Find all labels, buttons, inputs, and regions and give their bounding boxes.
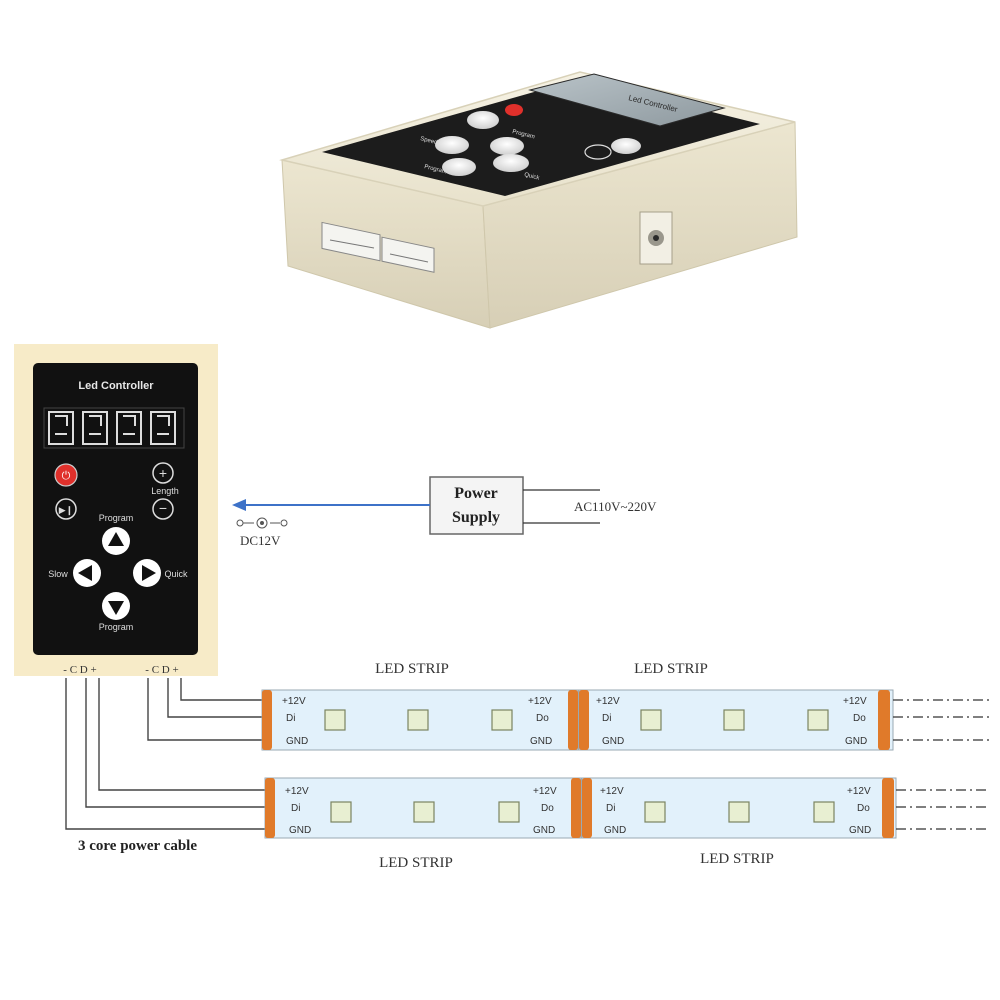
pin-label-gnd: GND [602,736,624,747]
panel-play-pause-button[interactable] [55,498,77,520]
device-length-plus-button[interactable] [611,138,641,154]
panel-terminals-a: - C D + [63,664,96,676]
strip-bottom-left-title: LED STRIP [379,855,453,871]
device-speed-button[interactable] [435,136,469,154]
panel-power-button[interactable] [54,463,78,487]
cable-label: 3 core power cable [78,838,197,854]
pin-label-12v: +12V [528,696,552,707]
device-program-top-label: Program [512,129,536,140]
pin-label-di: Di [602,713,611,724]
power-supply-line1: Power [454,485,498,502]
pin-label-12v: +12V [533,786,557,797]
pin-label-do: Do [536,713,549,724]
device-quick-button[interactable] [493,154,529,172]
play-pause-icon: ▶❙ [59,505,73,516]
device-port-right [381,236,435,273]
pin-label-12v: +12V [847,786,871,797]
power-supply: Power Supply AC110V~220V DC12V [232,476,657,548]
pin-label-gnd: GND [849,825,871,836]
strip-top-left: LED STRIP +12V Di GND +12V Do GND [261,661,579,751]
panel-program-top-label: Program [99,513,134,523]
pin-label-di: Di [286,713,295,724]
pin-label-gnd: GND [286,736,308,747]
pin-label-12v: +12V [282,696,306,707]
strip-bottom-left: +12V Di GND +12V Do GND LED STRIP [264,777,582,871]
pin-label-gnd: GND [845,736,867,747]
pin-label-12v: +12V [843,696,867,707]
led-chip-icon [640,709,829,731]
device-program-bottom-label: Program [424,164,448,175]
device-power-button[interactable] [505,104,523,116]
pin-label-gnd: GND [533,825,555,836]
dc-label: DC12V [240,533,281,548]
arrow-right-icon [142,565,156,581]
panel-digit-display [43,407,185,449]
strip-top-right: LED STRIP +12V Di GND +12V Do GND [578,661,894,751]
arrow-left-head-icon [232,499,246,511]
pin-label-do: Do [541,803,554,814]
led-chip-icon [644,801,835,823]
pin-label-gnd: GND [604,825,626,836]
pin-label-gnd: GND [530,736,552,747]
pin-label-12v: +12V [285,786,309,797]
panel-length-label: Length [151,486,179,496]
led-chip-icon [330,801,520,823]
strip-top-left-title: LED STRIP [375,661,449,677]
device-program-down-button[interactable] [442,158,476,176]
pin-label-gnd: GND [289,825,311,836]
device-length-minus-button[interactable] [584,144,612,160]
strip-bottom-right-title: LED STRIP [700,851,774,867]
pin-label-di: Di [291,803,300,814]
device-photo: Led Controller Speed Program Program Qui… [279,71,798,329]
panel-slow-label: Slow [48,569,68,579]
device-program-up-button[interactable] [490,137,524,155]
dc-polarity-icon [236,517,288,529]
power-supply-box [429,476,524,535]
plus-icon: + [159,465,167,481]
panel-program-bottom-label: Program [99,622,134,632]
panel-terminals-b: - C D + [145,664,178,676]
device-lcd [528,73,726,127]
panel-length-plus-button[interactable] [152,462,174,484]
led-chip-icon [324,709,513,731]
device-play-button[interactable] [467,111,499,129]
ac-input-label: AC110V~220V [574,499,657,514]
panel-quick-label: Quick [164,569,188,579]
power-supply-line2: Supply [452,509,500,526]
device-quick-label: Quick [524,172,541,182]
power-icon: ⏻ [62,470,71,482]
pin-label-do: Do [853,713,866,724]
pin-label-do: Do [857,803,870,814]
pin-label-12v: +12V [596,696,620,707]
strip-top-right-title: LED STRIP [634,661,708,677]
arrow-down-icon [108,601,124,615]
panel-length-minus-button[interactable] [152,498,174,520]
device-port-left [321,221,381,262]
controller-panel: Led Controller ⏻ + Length − ▶❙ Program S… [14,344,218,676]
arrow-up-icon [108,532,124,546]
arrow-left-icon [78,565,92,581]
pin-label-di: Di [606,803,615,814]
minus-icon: − [159,500,167,516]
wires [65,678,274,830]
strip-bottom-right: +12V Di GND +12V Do GND LED STRIP [581,777,897,867]
panel-title: Led Controller [78,380,154,392]
device-speed-label: Speed [420,136,438,146]
pin-label-12v: +12V [600,786,624,797]
continuation-lines [893,699,990,830]
